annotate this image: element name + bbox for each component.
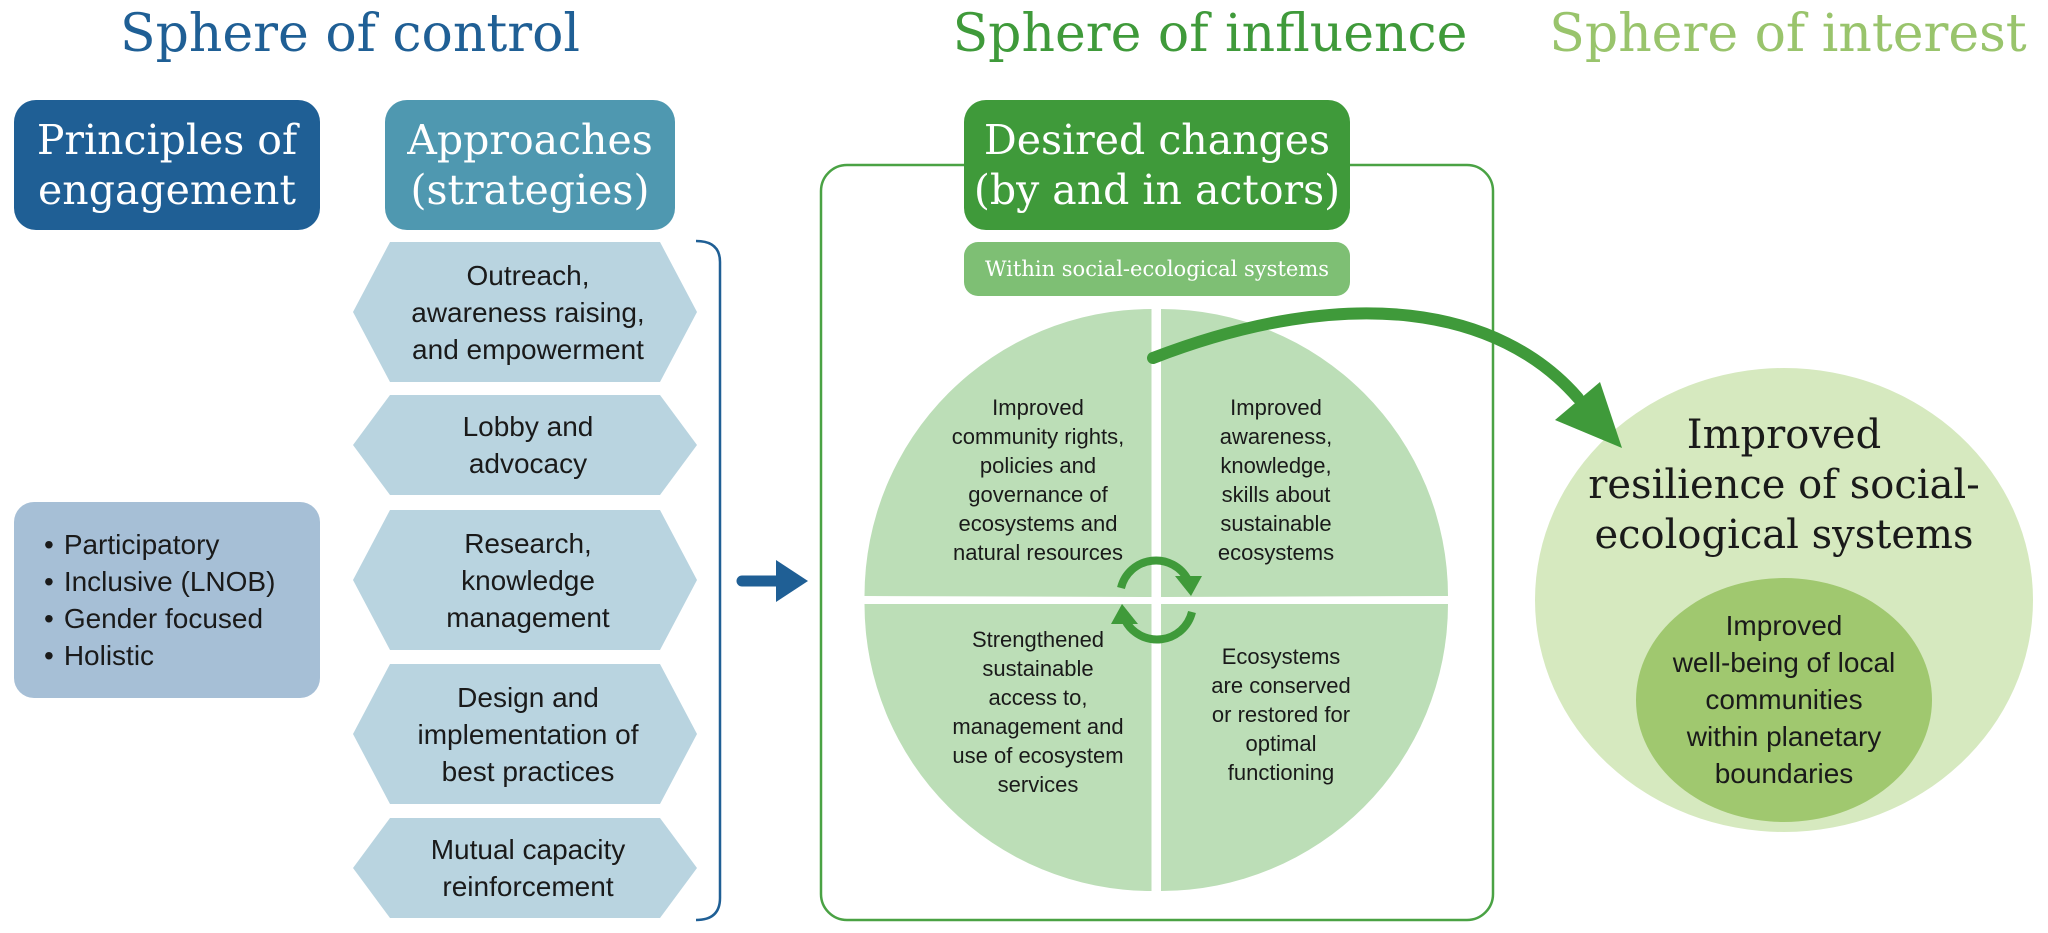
principle-item: Inclusive (LNOB): [44, 563, 276, 600]
approach-line: Research,: [464, 527, 592, 559]
quadrant-line: services: [997, 772, 1079, 797]
quadrant-bottom-right: [1161, 604, 1448, 891]
wellbeing-inner-circle: [1636, 578, 1932, 822]
control-to-influence-arrow-head: [776, 560, 808, 602]
desired-changes-heading-box: Desired changes (by and in actors): [964, 100, 1350, 230]
approach-line: reinforcement: [442, 871, 614, 902]
principles-heading-line-1: Principles of: [36, 116, 298, 164]
quadrant-top-left: [864, 309, 1152, 597]
cycle-arrow-top-head: [1175, 576, 1202, 596]
within-systems-label: Within social-ecological systems: [964, 242, 1350, 296]
approaches-bracket: [695, 239, 722, 922]
quadrant-line: Improved: [992, 395, 1084, 420]
approach-hexagon: [353, 818, 697, 918]
approach-item-capacity: Mutual capacity reinforcement: [380, 818, 676, 918]
influence-to-interest-arrow-head: [1555, 382, 1622, 448]
quadrant-top-right: [1161, 309, 1448, 597]
within-systems-text: Within social-ecological systems: [984, 257, 1330, 281]
quadrant-line: are conserved: [1211, 672, 1351, 698]
principle-item: Gender focused: [44, 600, 275, 637]
quadrant-line: optimal: [1245, 730, 1317, 756]
approach-item-research: Research, knowledge management: [380, 510, 676, 650]
resilience-line: resilience of social-: [1588, 462, 1980, 508]
quadrant-line: policies and: [979, 453, 1097, 478]
approach-line: advocacy: [468, 448, 588, 479]
approach-line: implementation of: [417, 718, 639, 750]
sphere-of-control-title: Sphere of control: [120, 4, 581, 64]
wellbeing-line: boundaries: [1714, 757, 1854, 789]
quadrant-line: sustainable: [982, 656, 1094, 681]
approach-hexagon: [353, 395, 697, 495]
principles-list: Participatory Inclusive (LNOB) Gender fo…: [14, 526, 276, 674]
sphere-of-interest-title: Sphere of interest: [1549, 4, 2027, 64]
quadrant-line: functioning: [1227, 759, 1335, 785]
quadrant-line: knowledge,: [1220, 453, 1332, 478]
approach-line: awareness raising,: [411, 296, 645, 328]
desired-changes-heading-line-1: Desired changes: [983, 116, 1331, 164]
principles-heading-box: Principles of engagement: [14, 100, 320, 230]
approach-line: best practices: [441, 755, 615, 787]
approach-hexagon: [353, 510, 697, 650]
cycle-arrow-bottom: [1121, 610, 1196, 644]
quadrant-line: natural resources: [953, 540, 1123, 565]
resilience-line: ecological systems: [1594, 512, 1974, 558]
wellbeing-line: within planetary: [1686, 720, 1882, 752]
quadrant-text-sustainable-access: Strengthened sustainable access to, mana…: [918, 620, 1158, 804]
quadrant-line: access to,: [988, 685, 1088, 710]
quadrant-text-awareness: Improved awareness, knowledge, skills ab…: [1168, 380, 1384, 580]
influence-to-interest-arrow: [1147, 307, 1584, 404]
quadrant-line: sustainable: [1220, 511, 1332, 536]
approach-hexagon: [353, 242, 697, 382]
resilience-text-block: Improved resilience of social- ecologica…: [1560, 410, 2008, 560]
approaches-heading-line-1: Approaches: [407, 116, 653, 164]
quadrant-line: Strengthened: [971, 627, 1105, 652]
desired-changes-heading-line-2: (by and in actors): [973, 166, 1341, 214]
approach-line: Outreach,: [466, 259, 590, 291]
approach-line: and empowerment: [412, 333, 644, 365]
wellbeing-text-block: Improved well-being of local communities…: [1650, 604, 1918, 794]
quadrant-line: skills about: [1221, 482, 1331, 507]
quadrant-line: management and: [952, 714, 1124, 739]
quadrant-text-ecosystems-conserved: Ecosystems are conserved or restored for…: [1172, 636, 1390, 792]
quadrant-line: Ecosystems: [1221, 643, 1341, 669]
quadrant-line: ecosystems and: [958, 511, 1118, 536]
cycle-arrow-top: [1117, 556, 1192, 590]
quadrant-line: ecosystems: [1217, 540, 1335, 565]
principle-item: Holistic: [44, 637, 275, 674]
principles-list-box: Participatory Inclusive (LNOB) Gender fo…: [14, 502, 320, 698]
approach-line: Mutual capacity: [430, 834, 626, 865]
quadrant-text-community-rights: Improved community rights, policies and …: [918, 380, 1158, 580]
quadrant-line: community rights,: [951, 424, 1125, 449]
sphere-of-influence-title: Sphere of influence: [952, 4, 1468, 64]
principles-heading-line-2: engagement: [38, 166, 296, 214]
approach-line: Design and: [457, 681, 599, 713]
quadrant-line: awareness,: [1219, 424, 1333, 449]
quadrant-bottom-left: [864, 604, 1152, 891]
wellbeing-line: well-being of local: [1672, 646, 1896, 678]
approach-line: management: [446, 601, 610, 633]
approach-item-design: Design and implementation of best practi…: [380, 664, 676, 804]
wellbeing-line: Improved: [1725, 609, 1843, 641]
approaches-heading-box: Approaches (strategies): [385, 100, 675, 230]
approach-line: knowledge: [461, 564, 595, 596]
approach-item-lobby: Lobby and advocacy: [380, 395, 676, 495]
approaches-heading-line-2: (strategies): [410, 166, 650, 214]
quadrant-line: use of ecosystem: [952, 743, 1124, 768]
cycle-arrow-bottom-head: [1111, 604, 1138, 624]
resilience-line: Improved: [1686, 412, 1882, 458]
approach-hexagon: [353, 664, 697, 804]
quadrant-line: or restored for: [1211, 701, 1351, 727]
quadrant-line: Improved: [1230, 395, 1322, 420]
wellbeing-line: communities: [1705, 683, 1863, 715]
approach-item-outreach: Outreach, awareness raising, and empower…: [380, 242, 676, 382]
quadrant-line: governance of: [968, 482, 1108, 507]
principle-item: Participatory: [44, 526, 275, 563]
approach-line: Lobby and: [462, 411, 594, 442]
